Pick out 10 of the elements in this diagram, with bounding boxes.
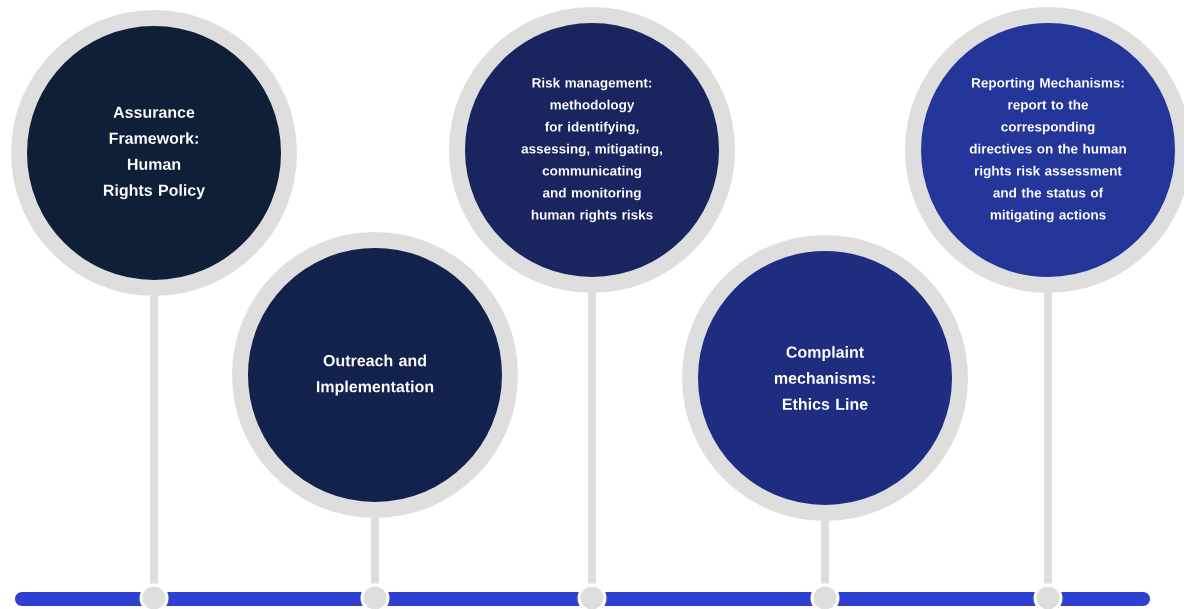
connector-line bbox=[588, 293, 596, 584]
connector-line bbox=[150, 296, 158, 584]
connector-line bbox=[371, 518, 379, 584]
connector-line bbox=[1044, 293, 1052, 584]
timeline-dot bbox=[360, 583, 390, 609]
connector-line bbox=[821, 521, 829, 584]
timeline-dot bbox=[139, 583, 169, 609]
timeline-dot bbox=[1033, 583, 1063, 609]
timeline-dot bbox=[810, 583, 840, 609]
timeline-dot bbox=[577, 583, 607, 609]
